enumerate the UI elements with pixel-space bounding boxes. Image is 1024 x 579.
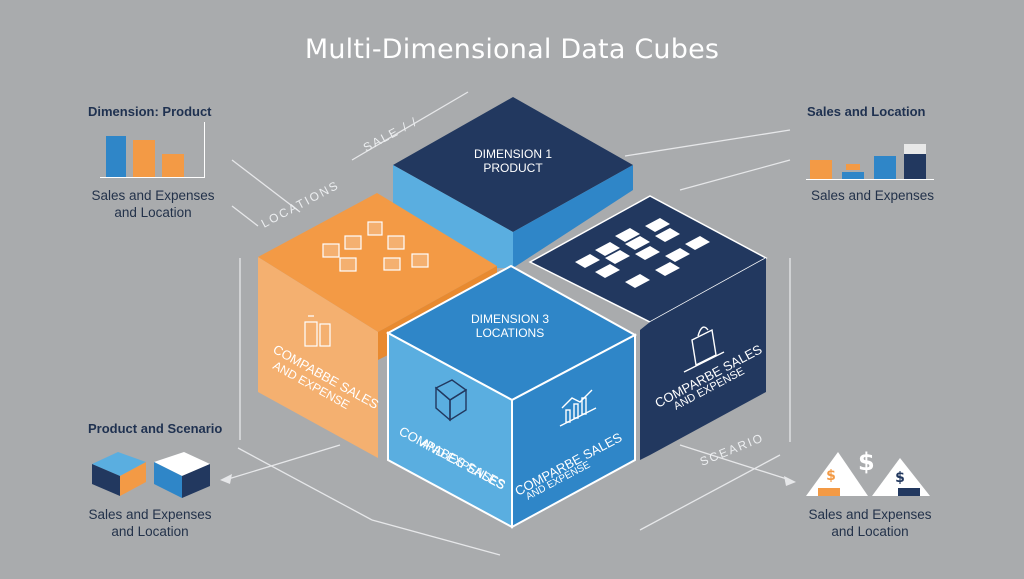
caption-line: and Location xyxy=(111,524,189,539)
cube-right-face xyxy=(511,333,636,529)
bar xyxy=(904,154,926,180)
bar xyxy=(846,164,860,170)
cube-outline-icon xyxy=(434,379,468,422)
caption-line: Sales and Expenses xyxy=(91,188,215,203)
top-right-heading: Sales and Location xyxy=(807,104,926,119)
bottle-icon xyxy=(304,315,331,347)
cube-top-face xyxy=(258,193,497,332)
bag-icon xyxy=(683,326,725,373)
connector-line xyxy=(371,519,501,556)
bottom-left-caption: Sales and Expenses and Location xyxy=(75,506,225,540)
axis-line xyxy=(204,122,205,178)
caption-line: Sales and Expenses xyxy=(808,507,932,522)
bar xyxy=(162,154,184,178)
cube-center-line2: LOCATIONS xyxy=(476,326,544,340)
connector-line xyxy=(679,444,791,481)
bar xyxy=(842,172,864,180)
cube-top-face xyxy=(393,97,633,232)
caption-line: and Location xyxy=(114,205,192,220)
bar xyxy=(904,144,926,154)
box-left xyxy=(92,464,120,496)
bottom-left-boxes xyxy=(92,452,210,498)
connector-line xyxy=(224,444,341,481)
triangle-base xyxy=(898,488,920,496)
bar xyxy=(874,156,896,180)
axis-line xyxy=(806,179,934,180)
cube-top-line1: DIMENSION 1 xyxy=(474,147,552,161)
connector-line xyxy=(231,205,259,227)
connector-line xyxy=(624,129,791,157)
cube-center-line1: DIMENSION 3 xyxy=(471,312,549,326)
top-left-caption: Sales and Expenses and Location xyxy=(83,187,223,221)
cube-center: DIMENSION 3 LOCATIONS COMPABES SALES AND… xyxy=(385,264,638,529)
box-right xyxy=(120,462,146,496)
cube-top-line2: PRODUCT xyxy=(483,161,543,175)
top-left-heading: Dimension: Product xyxy=(88,104,212,119)
connector-line xyxy=(679,159,791,191)
box-cluster-icon xyxy=(322,221,429,272)
bottom-left-heading: Product and Scenario xyxy=(88,421,223,436)
top-left-bar-chart xyxy=(100,122,210,178)
axis-label-sales: SALE / / xyxy=(361,114,421,155)
bottom-right-triangles: $ $ xyxy=(806,452,930,496)
connector-line xyxy=(231,159,301,213)
bar xyxy=(810,160,832,180)
connector-lines xyxy=(224,91,791,556)
arrow-head xyxy=(784,476,796,486)
connector-line xyxy=(237,447,373,521)
bar xyxy=(106,136,126,178)
page-title: Multi-Dimensional Data Cubes xyxy=(304,34,720,65)
triangle-icon xyxy=(872,458,930,496)
dollar-icon: $ xyxy=(858,448,875,476)
cube-right-face xyxy=(513,165,633,268)
caption-line: and Location xyxy=(831,524,909,539)
arrow-head xyxy=(220,474,232,484)
bottom-right-caption: Sales and Expenses and Location xyxy=(795,506,945,540)
cube-right-face xyxy=(650,258,766,455)
bar xyxy=(133,140,155,178)
axis-line xyxy=(100,177,204,178)
cube-right: COMPARBE SALES AND EXPENSE xyxy=(528,195,768,460)
chart-icon xyxy=(559,389,597,427)
connector-line xyxy=(351,91,469,161)
cube-left-face xyxy=(258,257,378,458)
dollar-icon: $ xyxy=(895,470,905,486)
top-right-bar-chart xyxy=(806,138,936,180)
cube-left-face xyxy=(640,322,650,460)
triangle-base xyxy=(818,488,840,496)
box-top xyxy=(92,452,146,476)
axis-label-scenario: SCEARIO xyxy=(698,430,766,468)
connector-line xyxy=(639,454,781,531)
box-left xyxy=(154,462,182,498)
caption-line: Sales and Expenses xyxy=(88,507,212,522)
grid-icon xyxy=(575,218,710,288)
dollar-icon: $ xyxy=(826,468,836,484)
box-right xyxy=(182,464,210,498)
top-right-caption: Sales and Expenses xyxy=(810,188,935,203)
triangle-icon xyxy=(806,452,868,496)
